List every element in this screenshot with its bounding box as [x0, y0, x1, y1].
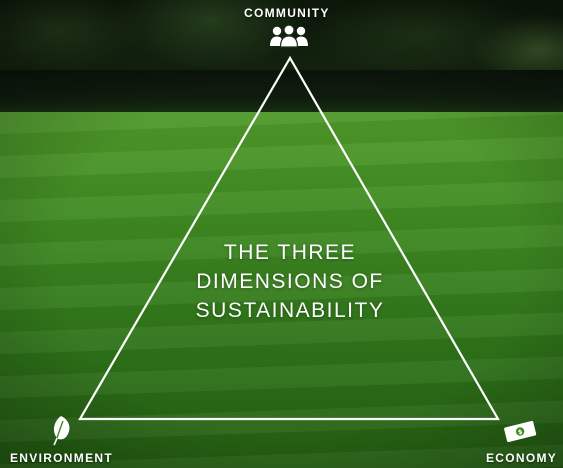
money-icon: $ — [502, 418, 538, 444]
diagram-title-line-3: SUSTAINABILITY — [170, 296, 410, 325]
environment-label: ENVIRONMENT — [10, 451, 113, 465]
diagram-title: THE THREE DIMENSIONS OF SUSTAINABILITY — [170, 238, 410, 325]
diagram-title-line-1: THE THREE — [170, 238, 410, 267]
community-label: COMMUNITY — [244, 6, 330, 20]
community-icon — [268, 24, 310, 48]
economy-label: ECONOMY — [486, 451, 557, 465]
diagram-title-line-2: DIMENSIONS OF — [170, 267, 410, 296]
leaf-icon — [48, 414, 74, 446]
